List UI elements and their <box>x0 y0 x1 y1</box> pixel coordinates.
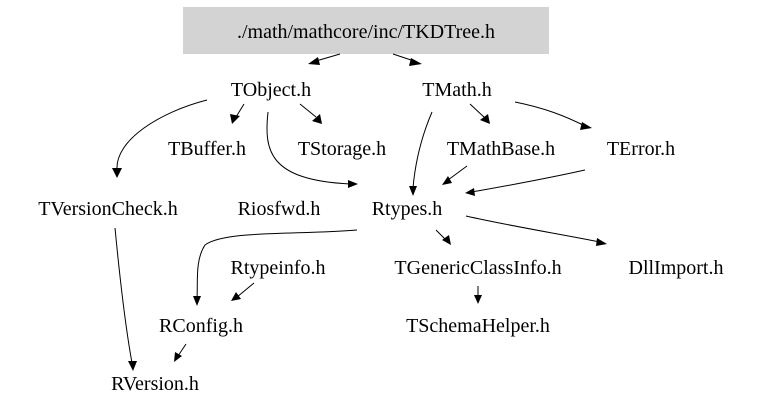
arrowhead-rconfig-from-rtypeinfo <box>231 292 241 301</box>
edge-rtypeinfo-rconfig <box>236 282 255 298</box>
edge-tkdtree-tmath <box>392 53 415 62</box>
edge-tmath-tmathbase <box>469 103 486 119</box>
arrowhead-tgenericclassinfo <box>442 235 451 245</box>
node-tschemahelper[interactable]: TSchemaHelper.h <box>406 315 550 337</box>
edge-tobject-tbuffer <box>235 103 245 118</box>
edge-tobject-rtypes <box>266 111 351 185</box>
root-node-box <box>183 7 549 54</box>
node-riosfwd[interactable]: Riosfwd.h <box>238 198 321 220</box>
arrowhead-rtypes-from-tmathbase <box>442 176 452 185</box>
node-tkdtree[interactable]: ./math/mathcore/inc/TKDTree.h <box>237 21 495 43</box>
edge-tmath-rtypes <box>412 111 433 189</box>
node-rtypeinfo[interactable]: Rtypeinfo.h <box>231 257 326 279</box>
node-rtypes[interactable]: Rtypes.h <box>372 198 443 220</box>
arrowhead-rtypes-from-tobject <box>348 180 358 188</box>
edge-tkdtree-tobject <box>315 53 341 62</box>
arrowhead-rversion-from-rconfig <box>174 352 182 362</box>
edges <box>114 53 601 364</box>
node-tgenericclassinfo[interactable]: TGenericClassInfo.h <box>394 257 561 279</box>
arrowhead-dllimport <box>596 238 607 246</box>
edge-rtypes-dllimport <box>465 215 601 243</box>
node-tobject[interactable]: TObject.h <box>231 79 311 101</box>
arrowhead-tversioncheck <box>112 168 122 178</box>
arrowhead-tobject <box>308 57 320 65</box>
nodes: ./math/mathcore/inc/TKDTree.h TObject.h … <box>38 21 723 395</box>
node-rversion[interactable]: RVersion.h <box>111 373 199 395</box>
arrowhead-rtypes-from-terror <box>465 188 475 196</box>
arrowhead-tmathbase <box>480 114 490 124</box>
edge-terror-rtypes <box>471 169 586 193</box>
arrowheads <box>112 57 607 371</box>
node-tmathbase[interactable]: TMathBase.h <box>447 138 555 160</box>
arrowhead-tbuffer <box>230 114 240 124</box>
edge-tobject-tstorage <box>299 103 317 118</box>
arrowhead-rversion-from-tversioncheck <box>128 361 137 371</box>
edge-rconfig-rversion <box>177 343 187 357</box>
arrowhead-tstorage <box>312 114 322 124</box>
node-dllimport[interactable]: DllImport.h <box>629 257 724 279</box>
arrowhead-rtypes-from-tmath <box>409 186 417 196</box>
node-rconfig[interactable]: RConfig.h <box>159 315 243 337</box>
arrowhead-rconfig-from-rtypes <box>193 296 201 306</box>
node-terror[interactable]: TError.h <box>607 138 675 160</box>
node-tmath[interactable]: TMath.h <box>422 79 491 101</box>
edge-tmathbase-rtypes <box>447 165 468 181</box>
node-tbuffer[interactable]: TBuffer.h <box>168 138 246 160</box>
node-tversioncheck[interactable]: TVersionCheck.h <box>38 198 177 220</box>
edge-tversioncheck-rversion <box>114 227 133 364</box>
arrowhead-terror <box>580 122 592 130</box>
edge-tmath-terror <box>514 101 586 127</box>
arrowhead-tschemahelper <box>474 295 482 304</box>
arrowhead-tmath <box>409 58 422 66</box>
edge-rtypes-rconfig <box>196 229 358 299</box>
edge-tobject-tversioncheck <box>116 99 208 171</box>
node-tstorage[interactable]: TStorage.h <box>298 138 386 160</box>
